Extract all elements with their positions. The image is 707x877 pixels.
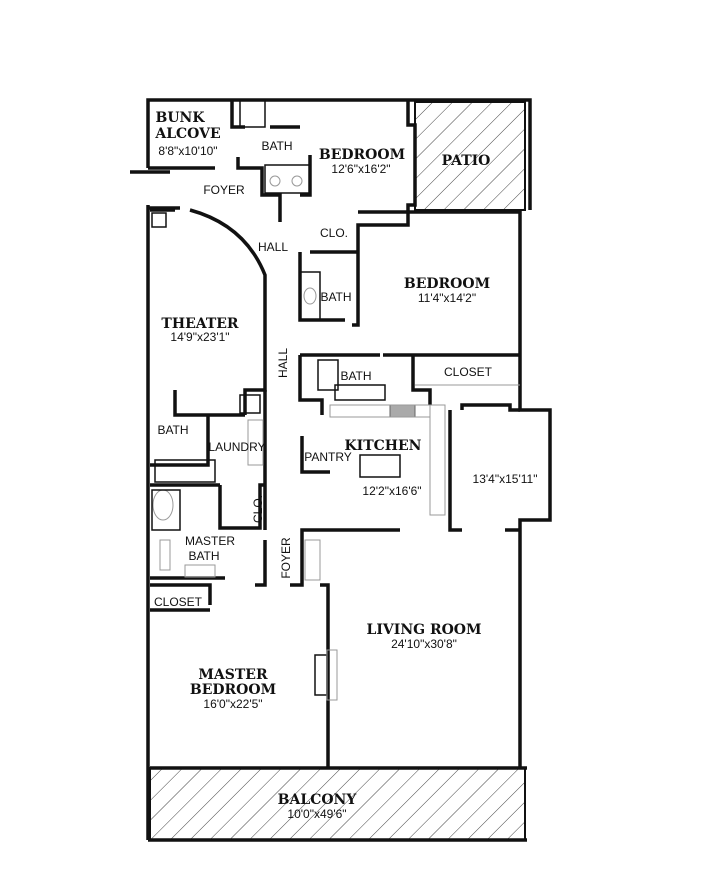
theater-dims: 14'9"x23'1" xyxy=(170,330,229,344)
living-room-dims: 24'10"x30'8" xyxy=(391,637,457,651)
balcony-dims: 10'0"x49'6" xyxy=(287,807,346,821)
bunk-alcove-label-2: ALCOVE xyxy=(154,126,220,142)
bay-room-dims: 13'4"x15'11" xyxy=(473,472,538,486)
fixtures xyxy=(151,99,520,701)
patio-area xyxy=(414,101,526,211)
closet-master-label: CLOSET xyxy=(154,595,203,609)
kitchen-label: KITCHEN xyxy=(345,438,422,454)
hall-mid-label: HALL xyxy=(276,348,290,378)
bedroom-2-dims: 11'4"x14'2" xyxy=(418,291,476,305)
kitchen-dims: 12'2"x16'6" xyxy=(362,484,421,498)
bedroom-1-dims: 12'6"x16'2" xyxy=(331,162,390,176)
living-room-label: LIVING ROOM xyxy=(367,622,482,638)
bunk-alcove-dims: 8'8"x10'10" xyxy=(158,144,217,158)
balcony-label: BALCONY xyxy=(278,792,358,808)
theater-label: THEATER xyxy=(161,316,239,332)
bath-left-label: BATH xyxy=(157,423,188,437)
master-bedroom-label: MASTER xyxy=(198,667,268,683)
master-bath-label: MASTER xyxy=(185,534,235,548)
bath-kitchen-label: BATH xyxy=(340,369,371,383)
balcony-area xyxy=(149,767,526,841)
master-bath-label-2: BATH xyxy=(188,549,219,563)
closet-right-label: CLOSET xyxy=(444,365,493,379)
laundry-label: LAUNDRY xyxy=(208,440,265,454)
pantry-label: PANTRY xyxy=(304,450,352,464)
exterior-walls xyxy=(146,98,552,842)
bath-top-label: BATH xyxy=(261,139,292,153)
bath-mid-label: BATH xyxy=(320,290,351,304)
foyer-top-label: FOYER xyxy=(203,183,245,197)
patio-label: PATIO xyxy=(442,153,491,169)
closet-master-small-label: CLO. xyxy=(251,495,265,523)
foyer-main-label: FOYER xyxy=(279,537,293,579)
master-bedroom-dims: 16'0"x22'5" xyxy=(203,697,262,711)
hall-top-label: HALL xyxy=(258,240,288,254)
closet-top-label: CLO. xyxy=(320,226,348,240)
bedroom-1-label: BEDROOM xyxy=(319,147,405,163)
master-bedroom-label-2: BEDROOM xyxy=(190,682,276,698)
bunk-alcove-label: BUNK xyxy=(155,110,205,126)
bedroom-2-label: BEDROOM xyxy=(404,276,490,292)
